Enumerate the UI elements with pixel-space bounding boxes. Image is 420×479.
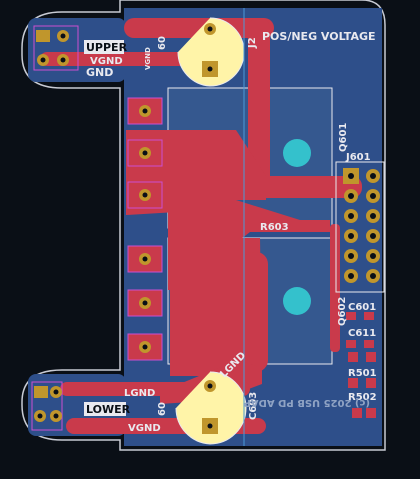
top-connector — [33, 25, 79, 71]
q601-mount-hole — [283, 139, 311, 167]
j601-label: J601 — [345, 152, 371, 163]
top-cap-ref: J2 — [247, 37, 258, 49]
q601-label: Q601 — [338, 123, 349, 152]
smd-parts — [296, 222, 376, 418]
c611-label: C611 — [348, 328, 376, 339]
top-vgnd-label: VGND — [90, 56, 123, 67]
bottom-connector — [31, 381, 63, 431]
r501-label: R501 — [348, 368, 377, 379]
q602-mount-hole — [283, 287, 311, 315]
pos-neg-title: POS/NEG VOLTAGE — [262, 30, 376, 43]
left-pad-column — [127, 97, 163, 361]
top-capacitor — [177, 17, 245, 87]
bottom-cap-side: 60 — [157, 402, 168, 416]
bottom-pad-label-lower: LOWER — [86, 403, 131, 416]
r502-label: R502 — [348, 392, 377, 403]
top-pad-label-upper: UPPER — [86, 41, 128, 54]
q602-label: Q602 — [337, 297, 348, 326]
top-pad-label-gnd: GND — [86, 66, 113, 79]
c601-label: C601 — [348, 302, 376, 313]
bottom-cap-ref: C603 — [248, 392, 259, 420]
r603-label: R603 — [260, 222, 289, 233]
top-cap-side: 60 — [157, 36, 168, 50]
bottom-lgnd-label: LGND — [124, 388, 155, 399]
j601-header — [335, 161, 385, 293]
bottom-vgnd-label: VGND — [128, 423, 161, 434]
board-outline — [21, 0, 386, 451]
mirrored-copyright: (c) 2025 USB PD ADAP — [243, 397, 370, 408]
top-cap-side-vgnd: VGND — [144, 47, 152, 70]
bottom-capacitor — [175, 371, 247, 445]
